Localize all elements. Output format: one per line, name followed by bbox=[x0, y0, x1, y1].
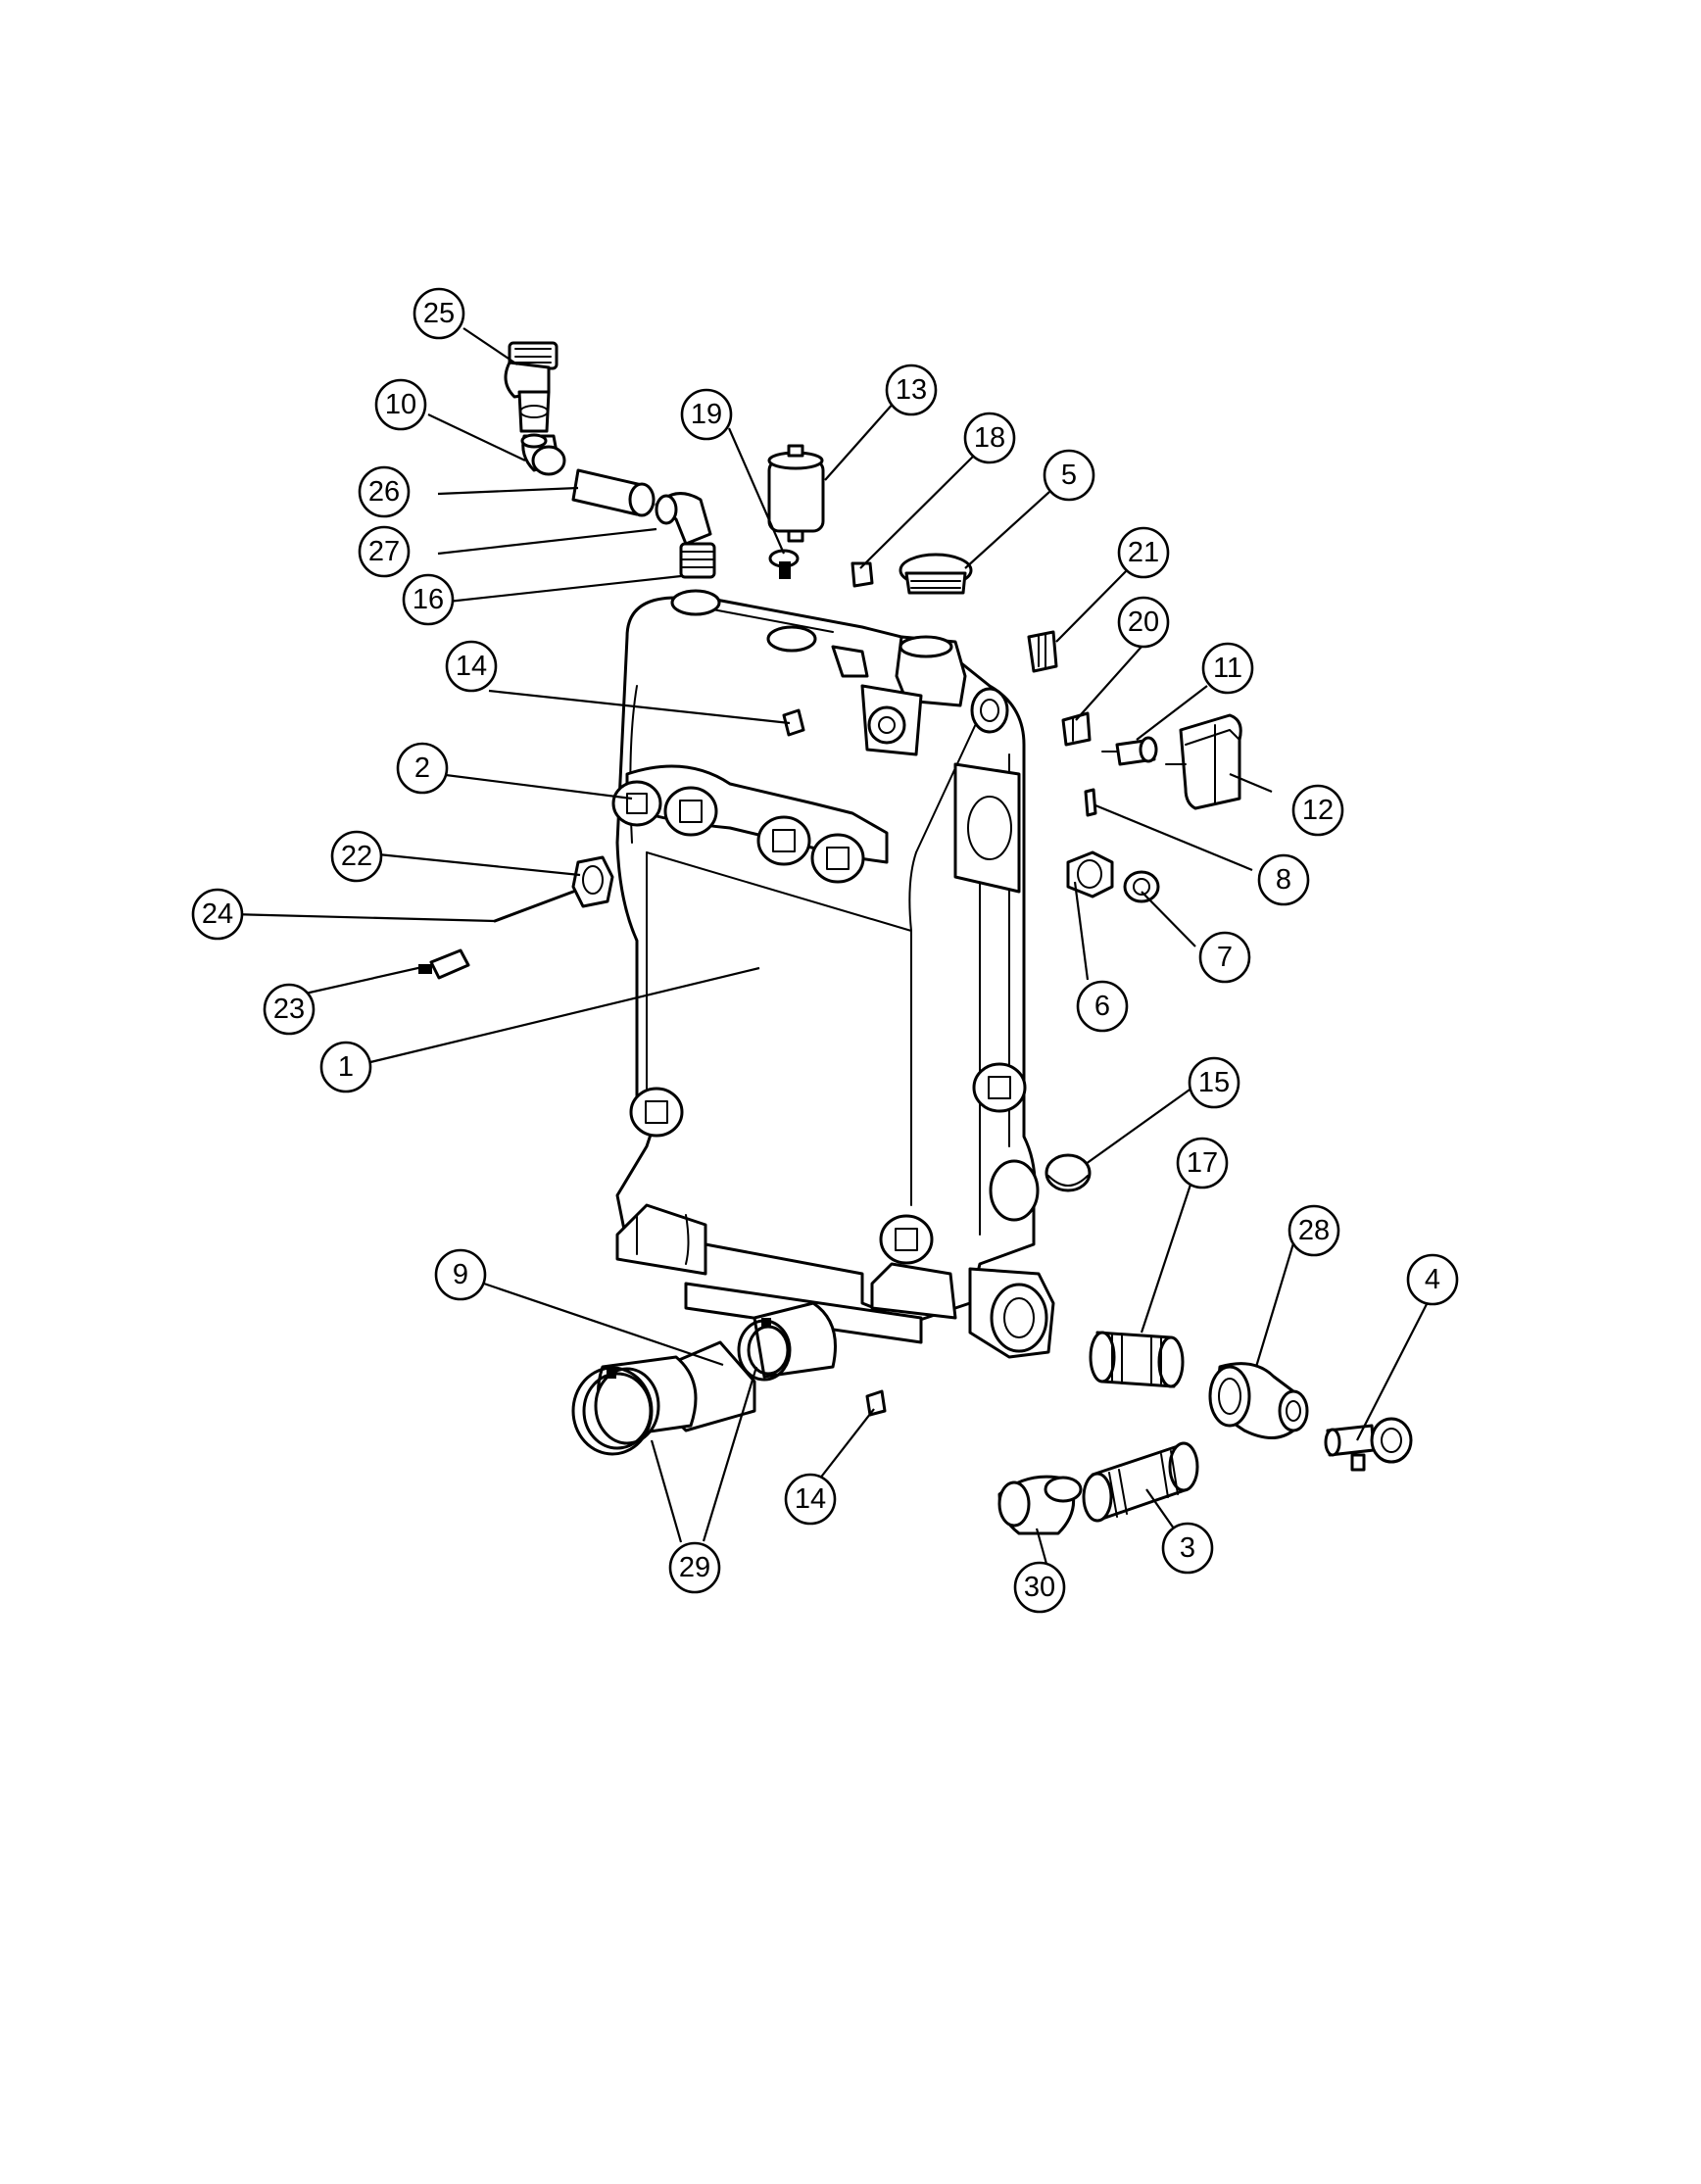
drain-valve-part bbox=[504, 341, 559, 433]
svg-text:23: 23 bbox=[273, 994, 305, 1025]
svg-text:16: 16 bbox=[413, 584, 444, 615]
callout-7: 7 bbox=[1198, 931, 1251, 984]
svg-text:1: 1 bbox=[338, 1051, 354, 1083]
callout-26: 26 bbox=[358, 465, 411, 518]
callout-23: 23 bbox=[263, 983, 316, 1036]
large-bushing-part bbox=[899, 553, 973, 595]
callout-27: 27 bbox=[358, 525, 411, 578]
callout-11: 11 bbox=[1201, 642, 1254, 695]
leader-lines bbox=[230, 327, 1428, 1565]
air-vent-part bbox=[767, 444, 825, 543]
vent-fitting-part bbox=[768, 549, 800, 579]
callout-17: 17 bbox=[1176, 1137, 1229, 1189]
callout-14-lower: 14 bbox=[784, 1473, 837, 1526]
svg-text:29: 29 bbox=[679, 1552, 710, 1583]
square-plug-part bbox=[571, 855, 614, 908]
callout-8: 8 bbox=[1257, 853, 1310, 906]
svg-text:28: 28 bbox=[1298, 1215, 1330, 1246]
return-header-pipe bbox=[571, 1282, 923, 1456]
callout-29: 29 bbox=[668, 1541, 721, 1594]
pin-part bbox=[1084, 788, 1097, 817]
callout-19: 19 bbox=[680, 388, 733, 441]
callout-20: 20 bbox=[1117, 596, 1170, 649]
tee-fitting-part bbox=[1208, 1362, 1309, 1439]
svg-text:9: 9 bbox=[453, 1259, 468, 1290]
callout-22: 22 bbox=[330, 830, 383, 883]
callout-12: 12 bbox=[1291, 784, 1344, 837]
street-elbow-part bbox=[997, 1475, 1083, 1535]
long-nipple-part bbox=[1089, 1331, 1185, 1388]
svg-text:17: 17 bbox=[1187, 1147, 1218, 1179]
svg-text:4: 4 bbox=[1425, 1264, 1440, 1295]
svg-text:5: 5 bbox=[1061, 460, 1077, 491]
probe-rod-part bbox=[493, 890, 575, 923]
svg-text:27: 27 bbox=[368, 536, 400, 567]
svg-text:7: 7 bbox=[1217, 942, 1233, 973]
callout-13: 13 bbox=[885, 364, 938, 416]
small-bushing-part bbox=[1123, 870, 1160, 903]
hex-nut-part bbox=[1066, 850, 1114, 898]
callout-9: 9 bbox=[434, 1248, 487, 1301]
svg-text:6: 6 bbox=[1094, 991, 1110, 1022]
callout-2: 2 bbox=[396, 742, 449, 795]
gauge-fitting-part bbox=[1027, 630, 1058, 673]
callout-15: 15 bbox=[1188, 1056, 1240, 1109]
callout-14-upper: 14 bbox=[445, 640, 498, 693]
drain-cock-part bbox=[1324, 1417, 1413, 1472]
svg-text:22: 22 bbox=[341, 841, 372, 872]
svg-text:19: 19 bbox=[691, 399, 722, 430]
probe-fitting-part bbox=[418, 948, 470, 980]
svg-text:20: 20 bbox=[1128, 607, 1159, 638]
svg-text:8: 8 bbox=[1276, 864, 1291, 896]
callout-6: 6 bbox=[1076, 980, 1129, 1033]
svg-text:12: 12 bbox=[1302, 795, 1334, 826]
svg-text:15: 15 bbox=[1198, 1067, 1230, 1098]
callout-25: 25 bbox=[413, 287, 465, 340]
callout-4: 4 bbox=[1406, 1253, 1459, 1306]
svg-text:14: 14 bbox=[456, 651, 487, 682]
sensor-bulb-part bbox=[1101, 736, 1158, 766]
small-cock-part-upper bbox=[782, 708, 805, 737]
callout-28: 28 bbox=[1288, 1204, 1340, 1257]
callout-21: 21 bbox=[1117, 526, 1170, 579]
svg-text:25: 25 bbox=[423, 298, 455, 329]
svg-text:30: 30 bbox=[1024, 1572, 1055, 1603]
svg-text:2: 2 bbox=[414, 752, 430, 784]
callout-5: 5 bbox=[1043, 449, 1095, 502]
callout-1: 1 bbox=[319, 1041, 372, 1093]
nipple-port-group bbox=[611, 780, 865, 884]
cap-part bbox=[1045, 1153, 1092, 1192]
callout-10: 10 bbox=[374, 378, 427, 431]
callout-3: 3 bbox=[1161, 1522, 1214, 1575]
small-cock-part-lower bbox=[865, 1389, 887, 1417]
svg-text:11: 11 bbox=[1213, 653, 1242, 684]
svg-text:21: 21 bbox=[1128, 537, 1159, 568]
boiler-section-body bbox=[611, 589, 1055, 1359]
control-box-part bbox=[1165, 713, 1242, 810]
callout-24: 24 bbox=[191, 888, 244, 941]
svg-text:24: 24 bbox=[202, 898, 233, 930]
svg-text:14: 14 bbox=[795, 1483, 826, 1515]
callout-16: 16 bbox=[402, 573, 455, 626]
short-nipple-part bbox=[1082, 1441, 1199, 1523]
callout-30: 30 bbox=[1013, 1561, 1066, 1614]
svg-text:3: 3 bbox=[1180, 1532, 1195, 1564]
callout-18: 18 bbox=[963, 412, 1016, 464]
svg-text:18: 18 bbox=[974, 422, 1005, 454]
svg-text:10: 10 bbox=[385, 389, 416, 420]
svg-text:13: 13 bbox=[896, 374, 927, 406]
svg-text:26: 26 bbox=[368, 476, 400, 508]
